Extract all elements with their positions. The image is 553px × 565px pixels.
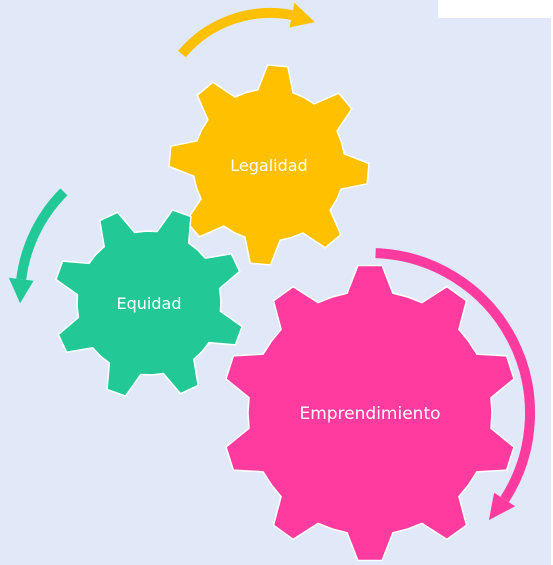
gear-emprendimiento: Emprendimiento [225, 264, 515, 562]
gear-legalidad-label: Legalidad [230, 156, 307, 175]
arrow-equidad-head [8, 277, 34, 304]
gear-emprendimiento-shape [225, 264, 515, 562]
arrow-emprendimiento-head [488, 492, 516, 521]
gear-equidad-shape [54, 208, 244, 398]
corner-box [438, 0, 553, 18]
arrow-legalidad-shaft [178, 8, 293, 58]
arrow-emprendimiento-shaft [375, 248, 535, 503]
arrow-equidad [8, 188, 68, 304]
arrow-equidad-shaft [16, 188, 68, 280]
gear-equidad: Equidad [54, 208, 244, 398]
arrow-legalidad-head [289, 2, 315, 28]
right-edge-bar [551, 0, 553, 565]
arrow-legalidad [178, 2, 315, 58]
gear-emprendimiento-label: Emprendimiento [299, 404, 440, 424]
gear-equidad-label: Equidad [117, 294, 182, 313]
gear-legalidad: Legalidad [168, 64, 370, 266]
gear-legalidad-shape [168, 64, 370, 266]
arrows-layer [8, 2, 535, 521]
arrow-emprendimiento [375, 248, 535, 521]
